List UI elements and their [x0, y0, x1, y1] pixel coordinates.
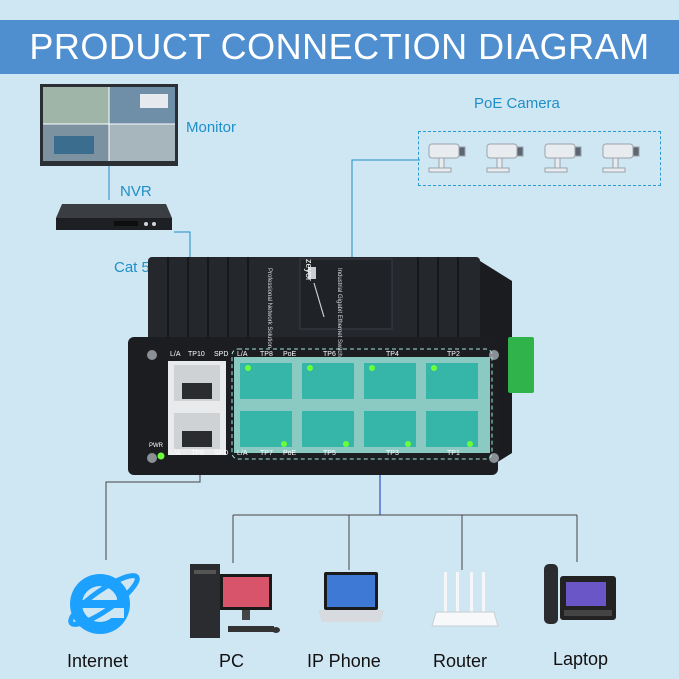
title-banner: PRODUCT CONNECTION DIAGRAM [0, 20, 679, 74]
power-label: PWR [149, 443, 163, 449]
port-label-bottom-spd: SPD [214, 450, 229, 457]
port-label-bottom-tp3: TP3 [386, 450, 399, 457]
port-label-bottom-la: L/A [170, 450, 181, 457]
port-label-top-tp4: TP4 [386, 351, 399, 358]
nvr-label: NVR [120, 183, 152, 200]
port-label-top-tp6: TP6 [323, 351, 336, 358]
port-label-top-poe: PoE [283, 351, 297, 358]
laptop-label: Laptop [553, 649, 609, 669]
port-label-bottom-tp9: TP9 [191, 450, 204, 457]
router-icon [430, 570, 500, 632]
desk-phone-icon [540, 560, 620, 632]
power-terminal [508, 337, 534, 393]
product-line-text: Professional Network Solution [266, 268, 272, 349]
pc-icon [184, 560, 280, 642]
port-label-bottom-poe: PoE [283, 450, 297, 457]
router-label: Router [433, 651, 488, 671]
port-label-top-tp10: TP10 [188, 351, 205, 358]
port-label-top-tp2: TP2 [447, 351, 460, 358]
port-label-bottom-la2: L/A [237, 450, 248, 457]
port-label-top-spd: SPD [214, 351, 229, 358]
ip-phone-label: IP Phone [307, 651, 381, 671]
ethernet-switch [128, 253, 534, 475]
laptop-phone-icon [316, 570, 386, 630]
product-desc-text: Industrial Gigabit Ethernet Switch [336, 268, 342, 357]
port-label-bottom-tp5: TP5 [323, 450, 336, 457]
monitor-label: Monitor [186, 119, 237, 136]
port-label-top-la: L/A [170, 351, 181, 358]
pc-label: PC [219, 651, 245, 671]
internet-explorer-icon [62, 562, 142, 642]
internet-label: Internet [67, 651, 129, 671]
port-label-top-la2: L/A [237, 351, 248, 358]
page-title: PRODUCT CONNECTION DIAGRAM [29, 26, 650, 67]
poe-camera-group [418, 131, 661, 186]
camera-icon [428, 143, 640, 173]
brand-text: zeyor [304, 259, 314, 282]
port-label-top-tp8: TP8 [260, 351, 273, 358]
monitor-image [40, 84, 178, 166]
port-label-bottom-tp7: TP7 [260, 450, 273, 457]
nvr-device [54, 200, 174, 232]
poe-camera-label: PoE Camera [474, 95, 560, 112]
port-label-bottom-tp1: TP1 [447, 450, 460, 457]
